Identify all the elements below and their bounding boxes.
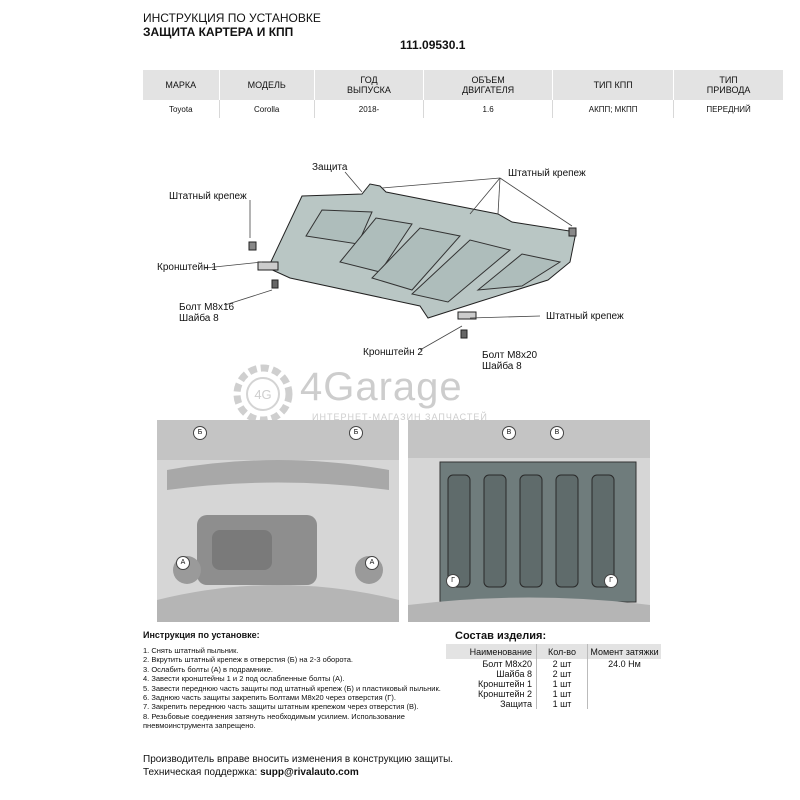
skid-plate-drawing <box>248 183 577 339</box>
support-email-link[interactable]: supp@rivalauto.com <box>260 767 359 778</box>
instructions-list: 1. Снять штатный пыльник. 2. Вкрутить шт… <box>143 646 443 731</box>
label-standard-fastener-left: Штатный крепеж <box>169 191 247 202</box>
col-qty: Кол-во <box>536 644 588 659</box>
label-washer-8-b: Шайба 8 <box>482 361 522 372</box>
composition-header-row: Наименование Кол-во Момент затяжки <box>446 644 661 659</box>
cell-drive: ПЕРЕДНИЙ <box>706 104 751 114</box>
cell-model: Corolla <box>219 100 315 118</box>
instruction-step: 1. Снять штатный пыльник. <box>143 646 239 655</box>
label-standard-fastener-top: Штатный крепеж <box>508 168 586 179</box>
table-row: Кронштейн 1 1 шт <box>446 679 661 689</box>
instruction-step: 4. Завести кронштейны 1 и 2 под ослаблен… <box>143 674 345 684</box>
table-row: Кронштейн 2 1 шт <box>446 689 661 699</box>
marker-b-left: Б <box>193 426 207 440</box>
table-row: Защита 1 шт <box>446 699 661 709</box>
label-bolt-m8x16: Болт М8х16 <box>179 302 235 313</box>
doc-title: ИНСТРУКЦИЯ ПО УСТАНОВКЕ <box>143 11 321 25</box>
cell-make: Toyota <box>143 100 220 118</box>
cell-engine: 1.6 <box>423 100 554 118</box>
instruction-step: 7. Закрепить переднюю часть защиты штатн… <box>143 702 419 712</box>
instruction-step: 3. Ослабить болты (А) в подрамнике. <box>143 664 274 674</box>
label-protection: Защита <box>312 162 348 173</box>
instruction-step: 6. Заднюю часть защиты закрепить Болтами… <box>143 693 396 703</box>
watermark-gear-icon: 4G <box>233 364 293 424</box>
col-name: Наименование <box>446 644 537 659</box>
cell-year: 2018- <box>314 100 425 118</box>
label-washer-8-a: Шайба 8 <box>179 313 219 324</box>
part-number: 111.09530.1 <box>400 38 466 52</box>
col-gearbox: ТИП КПП <box>552 70 675 100</box>
col-drive: ТИП ПРИВОДА <box>673 70 783 100</box>
marker-v-left: В <box>502 426 516 440</box>
leader-lines <box>204 171 573 351</box>
marker-a-left: А <box>176 556 190 570</box>
photo-installation-before <box>157 420 399 622</box>
label-standard-fastener-right: Штатный крепеж <box>546 311 624 322</box>
col-make: МАРКА <box>143 70 220 100</box>
support-label: Техническая поддержка: <box>143 767 258 778</box>
table-row: Шайба 8 2 шт <box>446 669 661 679</box>
vehicle-spec-table: МАРКА МОДЕЛЬ ГОД ВЫПУСКА ОБЪЕМ ДВИГАТЕЛЯ… <box>143 70 783 118</box>
marker-a-right: А <box>365 556 379 570</box>
composition-table: Наименование Кол-во Момент затяжки Болт … <box>446 644 661 709</box>
marker-b-right: Б <box>349 426 363 440</box>
disclaimer: Производитель вправе вносить изменения в… <box>143 754 454 765</box>
composition-title: Состав изделия: <box>455 630 547 642</box>
watermark-logo-text: 4G <box>254 387 271 402</box>
exploded-diagram <box>204 171 577 351</box>
label-bracket-2: Кронштейн 2 <box>363 347 423 358</box>
label-bracket-1: Кронштейн 1 <box>157 262 217 273</box>
photo-installation-after <box>408 420 650 622</box>
spec-row: Toyota Corolla 2018- 1.6 АКПП; МКПП ПЕРЕ… <box>143 100 783 118</box>
instruction-step: 8. Резьбовые соединения затянуть необход… <box>143 711 405 731</box>
instruction-step: 5. Завести переднюю часть защиты под шта… <box>143 683 441 693</box>
marker-v-right: В <box>550 426 564 440</box>
col-year: ГОД ВЫПУСКА <box>314 70 425 100</box>
watermark-tagline: ИНТЕРНЕТ-МАГАЗИН ЗАПЧАСТЕЙ <box>312 412 488 422</box>
watermark-brand: 4Garage <box>300 365 463 409</box>
label-bolt-m8x20: Болт М8х20 <box>482 350 538 361</box>
col-torque: Момент затяжки <box>587 644 661 659</box>
product-title: ЗАЩИТА КАРТЕРА И КПП <box>143 25 294 39</box>
support-line: Техническая поддержка: supp@rivalauto.co… <box>143 767 359 778</box>
marker-g-left: Г <box>446 574 460 588</box>
table-row: Болт М8х20 2 шт 24.0 Нм <box>482 659 641 669</box>
cell-gearbox: АКПП; МКПП <box>552 100 675 118</box>
spec-header-row: МАРКА МОДЕЛЬ ГОД ВЫПУСКА ОБЪЕМ ДВИГАТЕЛЯ… <box>143 70 783 100</box>
col-engine: ОБЪЕМ ДВИГАТЕЛЯ <box>423 70 554 100</box>
col-model: МОДЕЛЬ <box>219 70 315 100</box>
marker-g-right: Г <box>604 574 618 588</box>
instructions-title: Инструкция по установке: <box>143 630 260 640</box>
instruction-step: 2. Вкрутить штатный крепеж в отверстия (… <box>143 655 354 665</box>
